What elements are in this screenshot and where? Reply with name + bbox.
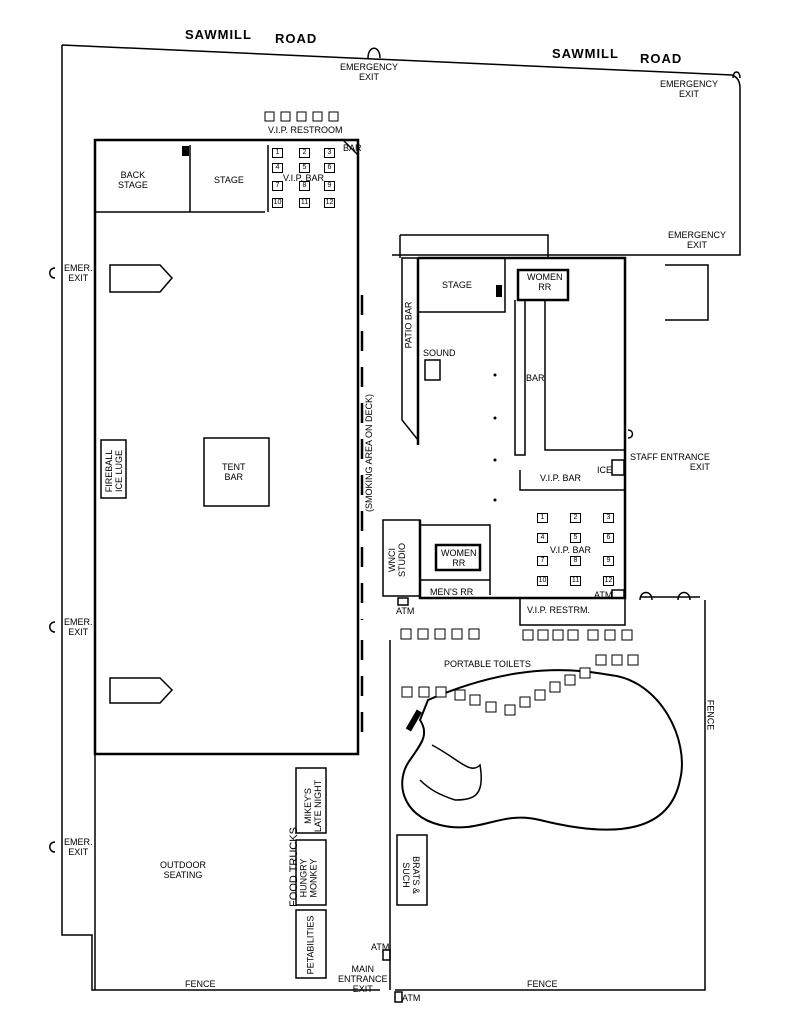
vip-table: 5 [299, 163, 310, 173]
vip-table: 10 [537, 576, 548, 586]
vip-table: 2 [299, 148, 310, 158]
vip-bar-lower-label: V.I.P. BAR [550, 545, 592, 555]
fireball-ice-luge-label: FIREBALL ICE LUGE [104, 449, 124, 493]
vip-table: 7 [272, 181, 283, 191]
food-trucks-label: FOOD TRUCKS [287, 827, 300, 907]
vip-table: 5 [570, 533, 581, 543]
road-label: ROAD [640, 51, 683, 66]
vip-table: 6 [603, 533, 614, 543]
food-truck-mikeys: MIKEY'S LATE NIGHT [303, 779, 324, 833]
emergency-exit-label: EMERGENCY EXIT [668, 230, 727, 250]
building-outline [416, 256, 627, 600]
vip-table: 9 [324, 181, 335, 191]
fence-label: FENCE [185, 979, 216, 989]
vip-table: 7 [537, 556, 548, 566]
vip-table: 1 [537, 513, 548, 523]
portable-toilets [264, 111, 639, 716]
emer-exit-label: EMER. EXIT [64, 617, 93, 637]
vip-table: 11 [570, 576, 581, 586]
vip-bar-label: V.I.P. BAR [283, 173, 325, 183]
outdoor-seating-label: OUTDOOR SEATING [160, 860, 206, 880]
property-boundary [61, 44, 741, 991]
vip-table: 1 [272, 148, 283, 158]
food-truck-petabilities: PETABILITIES [305, 915, 316, 975]
tent-outline [93, 138, 360, 756]
vip-bar-top-label: V.I.P. BAR [540, 473, 582, 483]
road-label: ROAD [275, 31, 318, 46]
vip-table: 12 [603, 576, 614, 586]
road-label: SAWMILL [552, 46, 619, 61]
vip-restrm-label: V.I.P. RESTRM. [527, 605, 591, 615]
tent-stage-label: STAGE [214, 175, 244, 185]
tent-bar-small-label: BAR [343, 143, 362, 153]
vip-restroom-label: V.I.P. RESTROOM [268, 125, 343, 135]
smoking-area-label: (SMOKING AREA ON DECK) [364, 393, 375, 513]
vip-table: 6 [324, 163, 335, 173]
road-label: SAWMILL [185, 27, 252, 42]
emer-exit-label: EMER. EXIT [64, 263, 93, 283]
portable-toilets-label: PORTABLE TOILETS [444, 659, 531, 669]
emergency-exit-label: EMERGENCY EXIT [340, 62, 399, 82]
atm-label: ATM [396, 606, 415, 616]
tent-bar-label: TENT BAR [222, 462, 246, 482]
fence-label: FENCE [527, 979, 558, 989]
brats-label: BRATS & SUCH [400, 856, 421, 894]
building-stage-label: STAGE [442, 280, 472, 290]
pond [401, 669, 683, 831]
vip-table: 10 [272, 198, 283, 208]
vip-table: 8 [299, 181, 310, 191]
atm-label: ATM [371, 942, 390, 952]
building-bar-label: BAR [526, 373, 545, 383]
vip-table: 4 [537, 533, 548, 543]
vip-table: 11 [299, 198, 310, 208]
emer-exit-label: EMER. EXIT [64, 837, 93, 857]
atm-label: ATM [402, 993, 421, 1003]
sound-label: SOUND [423, 348, 456, 358]
mens-rr-label: MEN'S RR [430, 587, 474, 597]
emergency-exit-label: EMERGENCY EXIT [660, 79, 719, 99]
atm-label: ATM [594, 590, 613, 600]
women-rr-label: WOMEN RR [441, 548, 477, 568]
vip-table: 12 [324, 198, 335, 208]
vip-table: 2 [570, 513, 581, 523]
main-entrance-label: MAIN ENTRANCE EXIT [338, 964, 388, 994]
fence-label: FENCE [705, 699, 716, 731]
vip-table: 4 [272, 163, 283, 173]
patio-bar-label: PATIO BAR [403, 301, 414, 349]
vip-table: 9 [603, 556, 614, 566]
staff-entrance-label: STAFF ENTRANCE EXIT [630, 452, 710, 472]
food-truck-hungry-monkey: HUNGRY MONKEY [298, 858, 319, 898]
women-rr-top-label: WOMEN RR [527, 272, 563, 292]
vip-table: 3 [603, 513, 614, 523]
ice-label: ICE [597, 465, 613, 475]
vip-table: 3 [324, 148, 335, 158]
back-stage-label: BACK STAGE [118, 170, 148, 190]
wnci-studio-label: WNCI STUDIO [387, 542, 408, 578]
outdoor-area [94, 753, 358, 990]
vip-table: 8 [570, 556, 581, 566]
